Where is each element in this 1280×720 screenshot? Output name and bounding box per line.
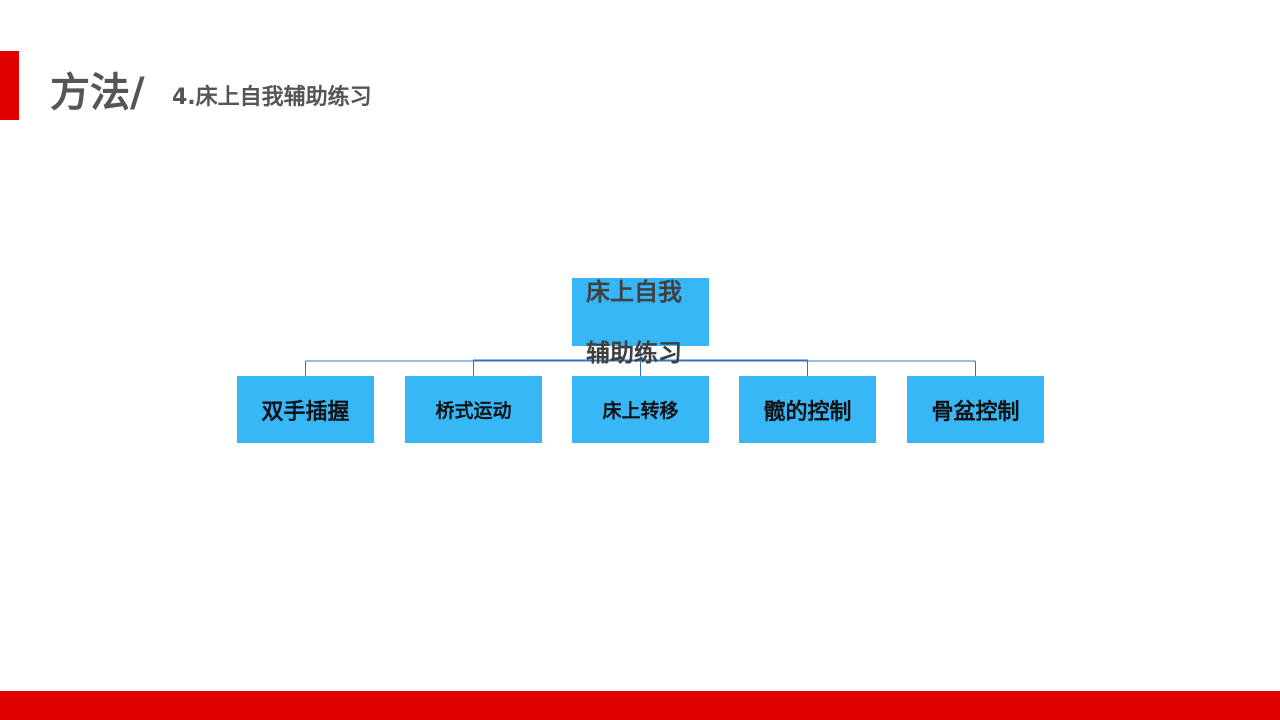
root-node-line-1: 床上自我 [586, 278, 682, 306]
root-node-label: 床上自我 辅助练习 [586, 262, 706, 384]
child-node-2: 桥式运动 [405, 376, 542, 443]
page-subtitle: 4.床上自我辅助练习 [172, 85, 372, 110]
page-title: 方法/ [50, 70, 145, 116]
child-node-3: 床上转移 [572, 376, 709, 443]
child-node-1: 双手插握 [237, 376, 374, 443]
title-accent-bar [0, 51, 19, 120]
root-node-box [572, 278, 709, 346]
footer-bar [0, 691, 1280, 720]
child-node-4: 髋的控制 [739, 376, 876, 443]
root-node-line-2: 辅助练习 [586, 339, 682, 367]
child-node-5: 骨盆控制 [907, 376, 1044, 443]
